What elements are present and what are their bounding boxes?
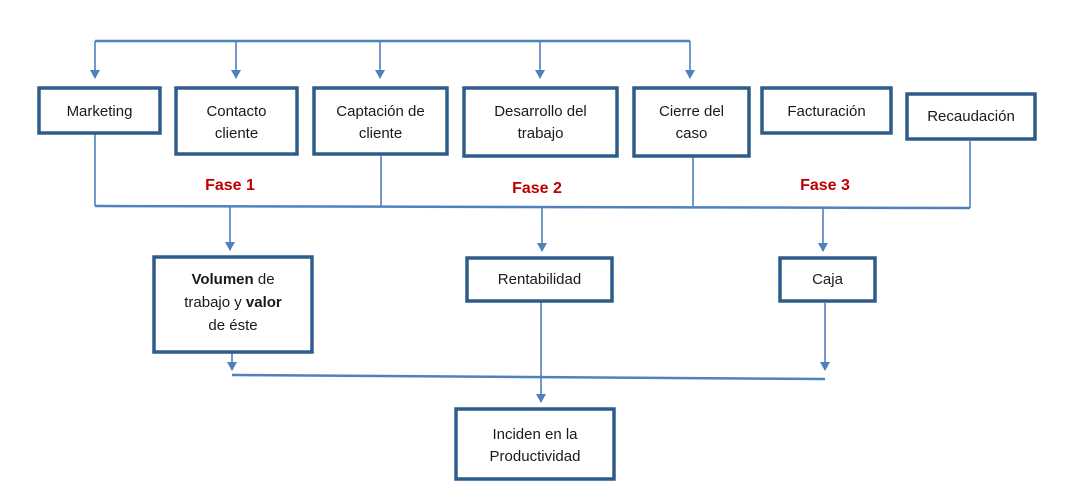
- volumen-line2: trabajo y valor: [184, 294, 282, 311]
- box-rentabilidad: Rentabilidad: [465, 256, 614, 303]
- top-connector: [90, 39, 695, 79]
- box-cierre-caso: Cierre del caso: [632, 86, 751, 158]
- bottom-connector: [227, 302, 830, 403]
- box-contacto-cliente: Contacto cliente: [174, 86, 299, 156]
- phase-2-label: Fase 2: [512, 180, 562, 197]
- box-desarrollo-line2: trabajo: [518, 125, 564, 142]
- box-cierre-line2: caso: [676, 125, 708, 142]
- volumen-line1: Volumen de: [191, 271, 274, 288]
- volumen-line3: de éste: [208, 317, 257, 334]
- box-inciden-productividad: Inciden en la Productividad: [454, 407, 616, 481]
- box-marketing-label: Marketing: [67, 103, 133, 120]
- box-desarrollo-line1: Desarrollo del: [494, 103, 587, 120]
- phase-3-label: Fase 3: [800, 177, 850, 194]
- inciden-line2: Productividad: [490, 448, 581, 465]
- box-recaudacion: Recaudación: [905, 92, 1037, 141]
- inciden-line1: Inciden en la: [492, 426, 578, 443]
- box-captacion-line1: Captación de: [336, 103, 424, 120]
- box-captacion-line2: cliente: [359, 125, 402, 142]
- box-recaudacion-label: Recaudación: [927, 108, 1015, 125]
- box-cierre-line1: Cierre del: [659, 103, 724, 120]
- box-caja: Caja: [778, 256, 877, 303]
- box-facturacion-label: Facturación: [787, 103, 865, 120]
- phase-1-label: Fase 1: [205, 177, 255, 194]
- box-contacto-line2: cliente: [215, 125, 258, 142]
- box-volumen-valor: Volumen de trabajo y valor de éste: [152, 255, 314, 354]
- box-contacto-line1: Contacto: [206, 103, 266, 120]
- box-desarrollo-trabajo: Desarrollo del trabajo: [462, 86, 619, 158]
- box-marketing: Marketing: [37, 86, 162, 135]
- caja-label: Caja: [812, 271, 844, 288]
- box-facturacion: Facturación: [760, 86, 893, 135]
- box-captacion-cliente: Captación de cliente: [312, 86, 449, 156]
- middle-connector: [94, 133, 971, 252]
- rentabilidad-label: Rentabilidad: [498, 271, 581, 288]
